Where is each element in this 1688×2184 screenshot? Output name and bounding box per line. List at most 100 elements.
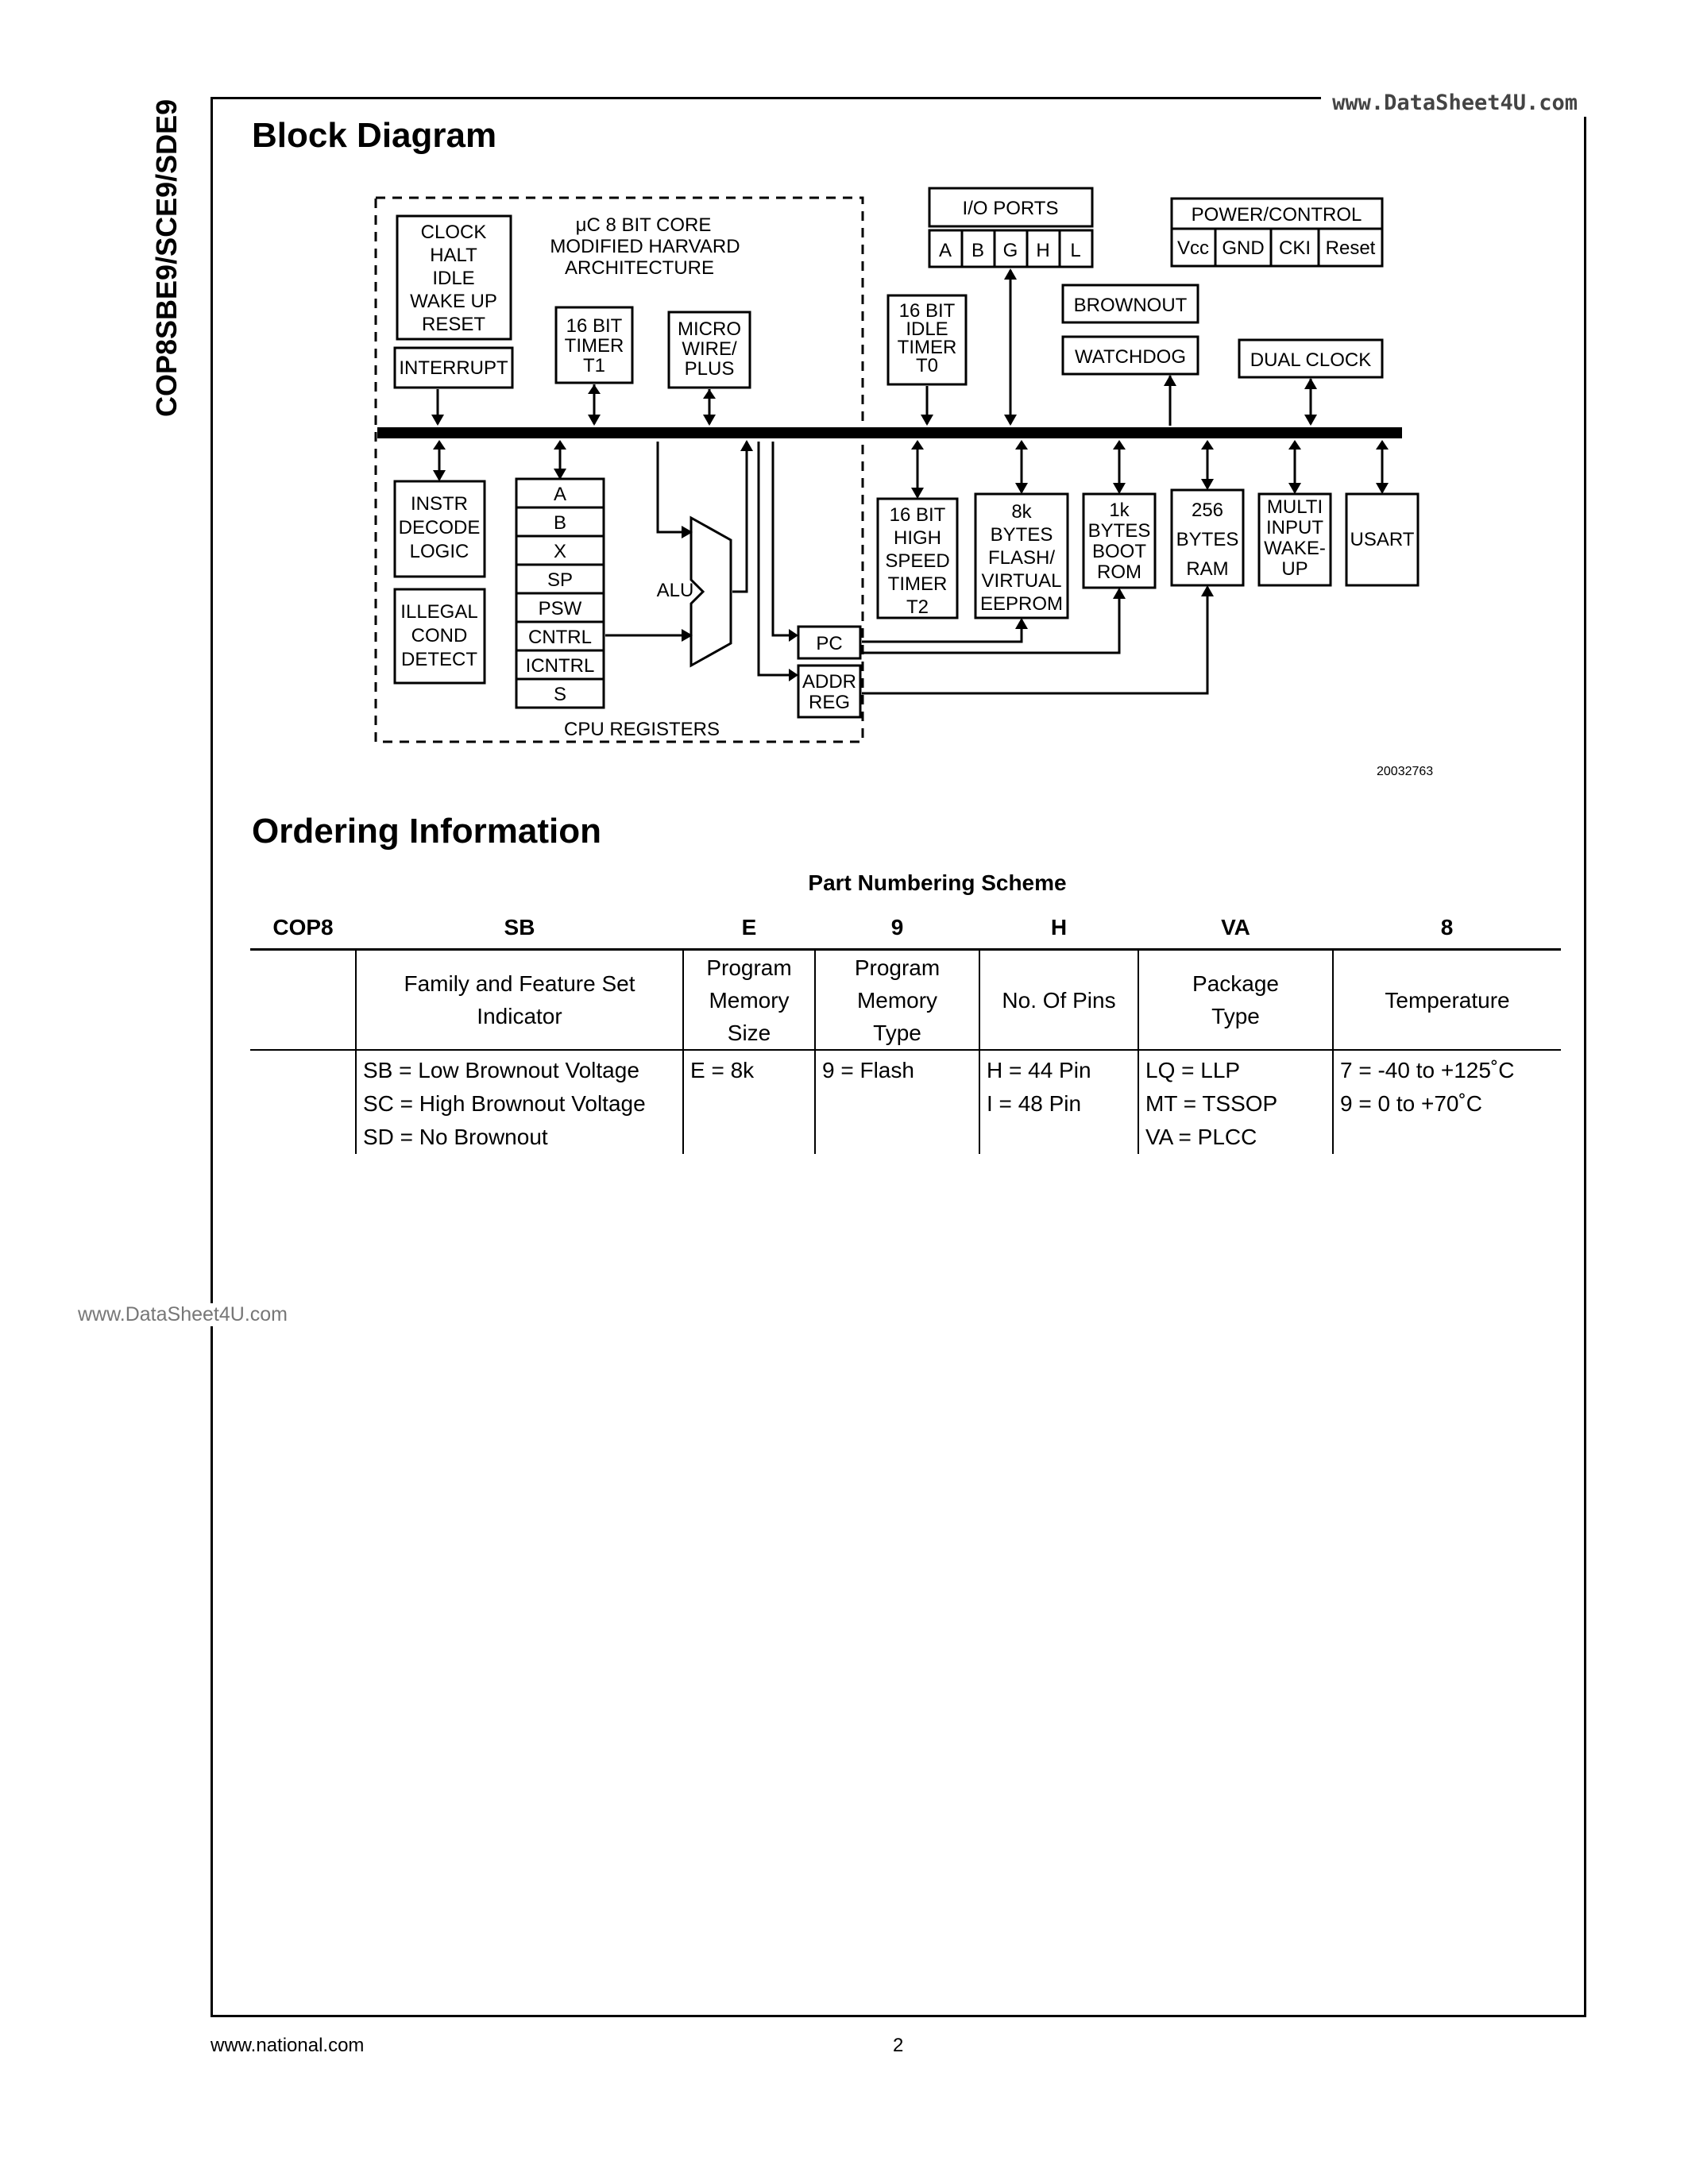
val-sc: SC = High Brownout Voltage	[363, 1091, 646, 1116]
watermark-top[interactable]: www.DataSheet4U.com	[1321, 89, 1589, 117]
desc-program-memory-type: Program Memory Type	[814, 949, 979, 1051]
core-title-2: MODIFIED HARVARD	[550, 236, 740, 257]
timer-t2-line3: SPEED	[885, 550, 949, 572]
cpu-registers-label: CPU REGISTERS	[564, 719, 720, 740]
part-numbering-title: Part Numbering Scheme	[808, 870, 1067, 895]
code-8: 8	[1333, 907, 1561, 951]
watchdog-label: WATCHDOG	[1075, 346, 1186, 368]
reg-icntrl: ICNTRL	[526, 655, 595, 677]
reg-sp-cell	[515, 563, 605, 595]
timer-t1-box	[554, 306, 634, 384]
desc-family: Family and Feature Set Indicator	[355, 949, 683, 1051]
instr-decode-line1: INSTR	[411, 493, 468, 515]
pin-cki: CKI	[1279, 237, 1311, 259]
ram-line2: BYTES	[1176, 529, 1239, 550]
pc-label: PC	[816, 633, 842, 654]
part-numbering-table: COP8 SB E 9 H VA 8 Family and Feature Se…	[250, 907, 1561, 1154]
io-ports-box	[928, 187, 1094, 228]
ram-line3: RAM	[1186, 558, 1228, 580]
usart-box	[1345, 492, 1420, 587]
boot-rom-line2: BYTES	[1088, 520, 1151, 542]
multi-input-box	[1257, 492, 1332, 587]
wakeup-line: WAKE UP	[410, 291, 497, 312]
boot-rom-line3: BOOT	[1092, 541, 1146, 562]
reg-psw-cell	[515, 592, 605, 623]
clock-halt-box	[396, 214, 512, 341]
reg-cntrl: CNTRL	[528, 627, 592, 648]
data-bus	[377, 427, 1402, 438]
val-7: 7 = -40 to +125˚C	[1340, 1058, 1515, 1082]
code-e: E	[683, 907, 815, 951]
flash-line5: EEPROM	[980, 593, 1063, 615]
val-va: VA = PLCC	[1145, 1125, 1257, 1149]
pin-gnd: GND	[1222, 237, 1264, 259]
footer-url[interactable]: www.national.com	[211, 2035, 365, 2056]
page-frame	[211, 97, 1586, 2017]
multi-input-line4: UP	[1281, 558, 1308, 580]
power-control-box	[1170, 197, 1384, 230]
val-9: 9 = Flash	[822, 1058, 914, 1082]
pc-box	[797, 625, 862, 660]
boot-rom-line1: 1k	[1109, 500, 1130, 521]
illegal-cond-box	[393, 588, 486, 685]
microwire-box	[667, 311, 751, 389]
multi-input-line2: INPUT	[1266, 517, 1323, 538]
watchdog-box	[1061, 335, 1199, 376]
vals-family: SB = Low Brownout Voltage SC = High Brow…	[355, 1050, 683, 1154]
microwire-line2: WIRE/	[682, 338, 737, 360]
idle-timer-line2: IDLE	[906, 318, 948, 340]
boot-rom-line4: ROM	[1097, 561, 1141, 583]
timer-t1-line2: TIMER	[565, 335, 624, 357]
power-control-label: POWER/CONTROL	[1192, 204, 1362, 226]
core-region	[374, 196, 864, 743]
instr-decode-line3: LOGIC	[410, 541, 469, 562]
val-sd: SD = No Brownout	[363, 1125, 548, 1149]
timer-t1-line1: 16 BIT	[566, 315, 623, 337]
halt-line: HALT	[430, 245, 477, 266]
io-port-l-cell	[1058, 229, 1094, 268]
idle-timer-box	[886, 294, 968, 386]
val-sb: SB = Low Brownout Voltage	[363, 1058, 639, 1082]
field-values-row: SB = Low Brownout Voltage SC = High Brow…	[250, 1050, 1561, 1154]
instr-decode-box	[393, 480, 486, 578]
vals-memory-type: 9 = Flash	[814, 1050, 979, 1154]
clock-halt-lines: CLOCK HALT IDLE WAKE UP RESET	[410, 222, 497, 335]
core-title-3: ARCHITECTURE	[565, 257, 714, 279]
io-port-l: L	[1070, 240, 1080, 261]
ram-line1: 256	[1192, 500, 1223, 521]
connector-lines	[431, 268, 1389, 695]
desc-program-memory-size: Program Memory Size	[682, 949, 815, 1051]
val-h: H = 44 Pin	[987, 1058, 1091, 1082]
illegal-cond-line2: COND	[411, 625, 468, 646]
watermark-middle[interactable]: www.DataSheet4U.com	[78, 1303, 288, 1326]
desc-cop8	[250, 949, 356, 1051]
io-port-a: A	[939, 240, 952, 261]
usart-label: USART	[1350, 529, 1415, 550]
desc-package-type: Package Type	[1138, 949, 1333, 1051]
idle-timer-line4: T0	[916, 355, 938, 376]
flash-line3: FLASH/	[988, 547, 1055, 569]
pin-vcc: Vcc	[1177, 237, 1209, 259]
microwire-line1: MICRO	[678, 318, 741, 340]
reg-b: B	[554, 512, 566, 534]
block-diagram: μC 8 BIT CORE MODIFIED HARVARD ARCHITECT…	[374, 187, 1433, 778]
illegal-cond-line1: ILLEGAL	[400, 601, 477, 623]
timer-t1-line3: T1	[583, 355, 605, 376]
figure-id: 20032763	[1377, 765, 1433, 778]
idle-timer-line3: TIMER	[898, 337, 957, 358]
pin-reset-cell	[1317, 227, 1384, 268]
page-number: 2	[893, 2035, 904, 2056]
clock-line: CLOCK	[421, 222, 487, 243]
code-sb: SB	[356, 907, 683, 951]
part-code-row: COP8 SB E 9 H VA 8	[250, 907, 1561, 951]
timer-t2-line5: T2	[906, 596, 929, 618]
block-diagram-heading: Block Diagram	[252, 116, 497, 155]
code-9: 9	[815, 907, 979, 951]
code-va: VA	[1138, 907, 1333, 951]
io-port-a-cell	[928, 229, 964, 268]
reg-sp: SP	[547, 569, 573, 591]
vals-package: LQ = LLP MT = TSSOP VA = PLCC	[1138, 1050, 1333, 1154]
illegal-cond-line3: DETECT	[401, 649, 477, 670]
val-e: E = 8k	[690, 1058, 755, 1082]
vals-cop8	[250, 1050, 356, 1154]
